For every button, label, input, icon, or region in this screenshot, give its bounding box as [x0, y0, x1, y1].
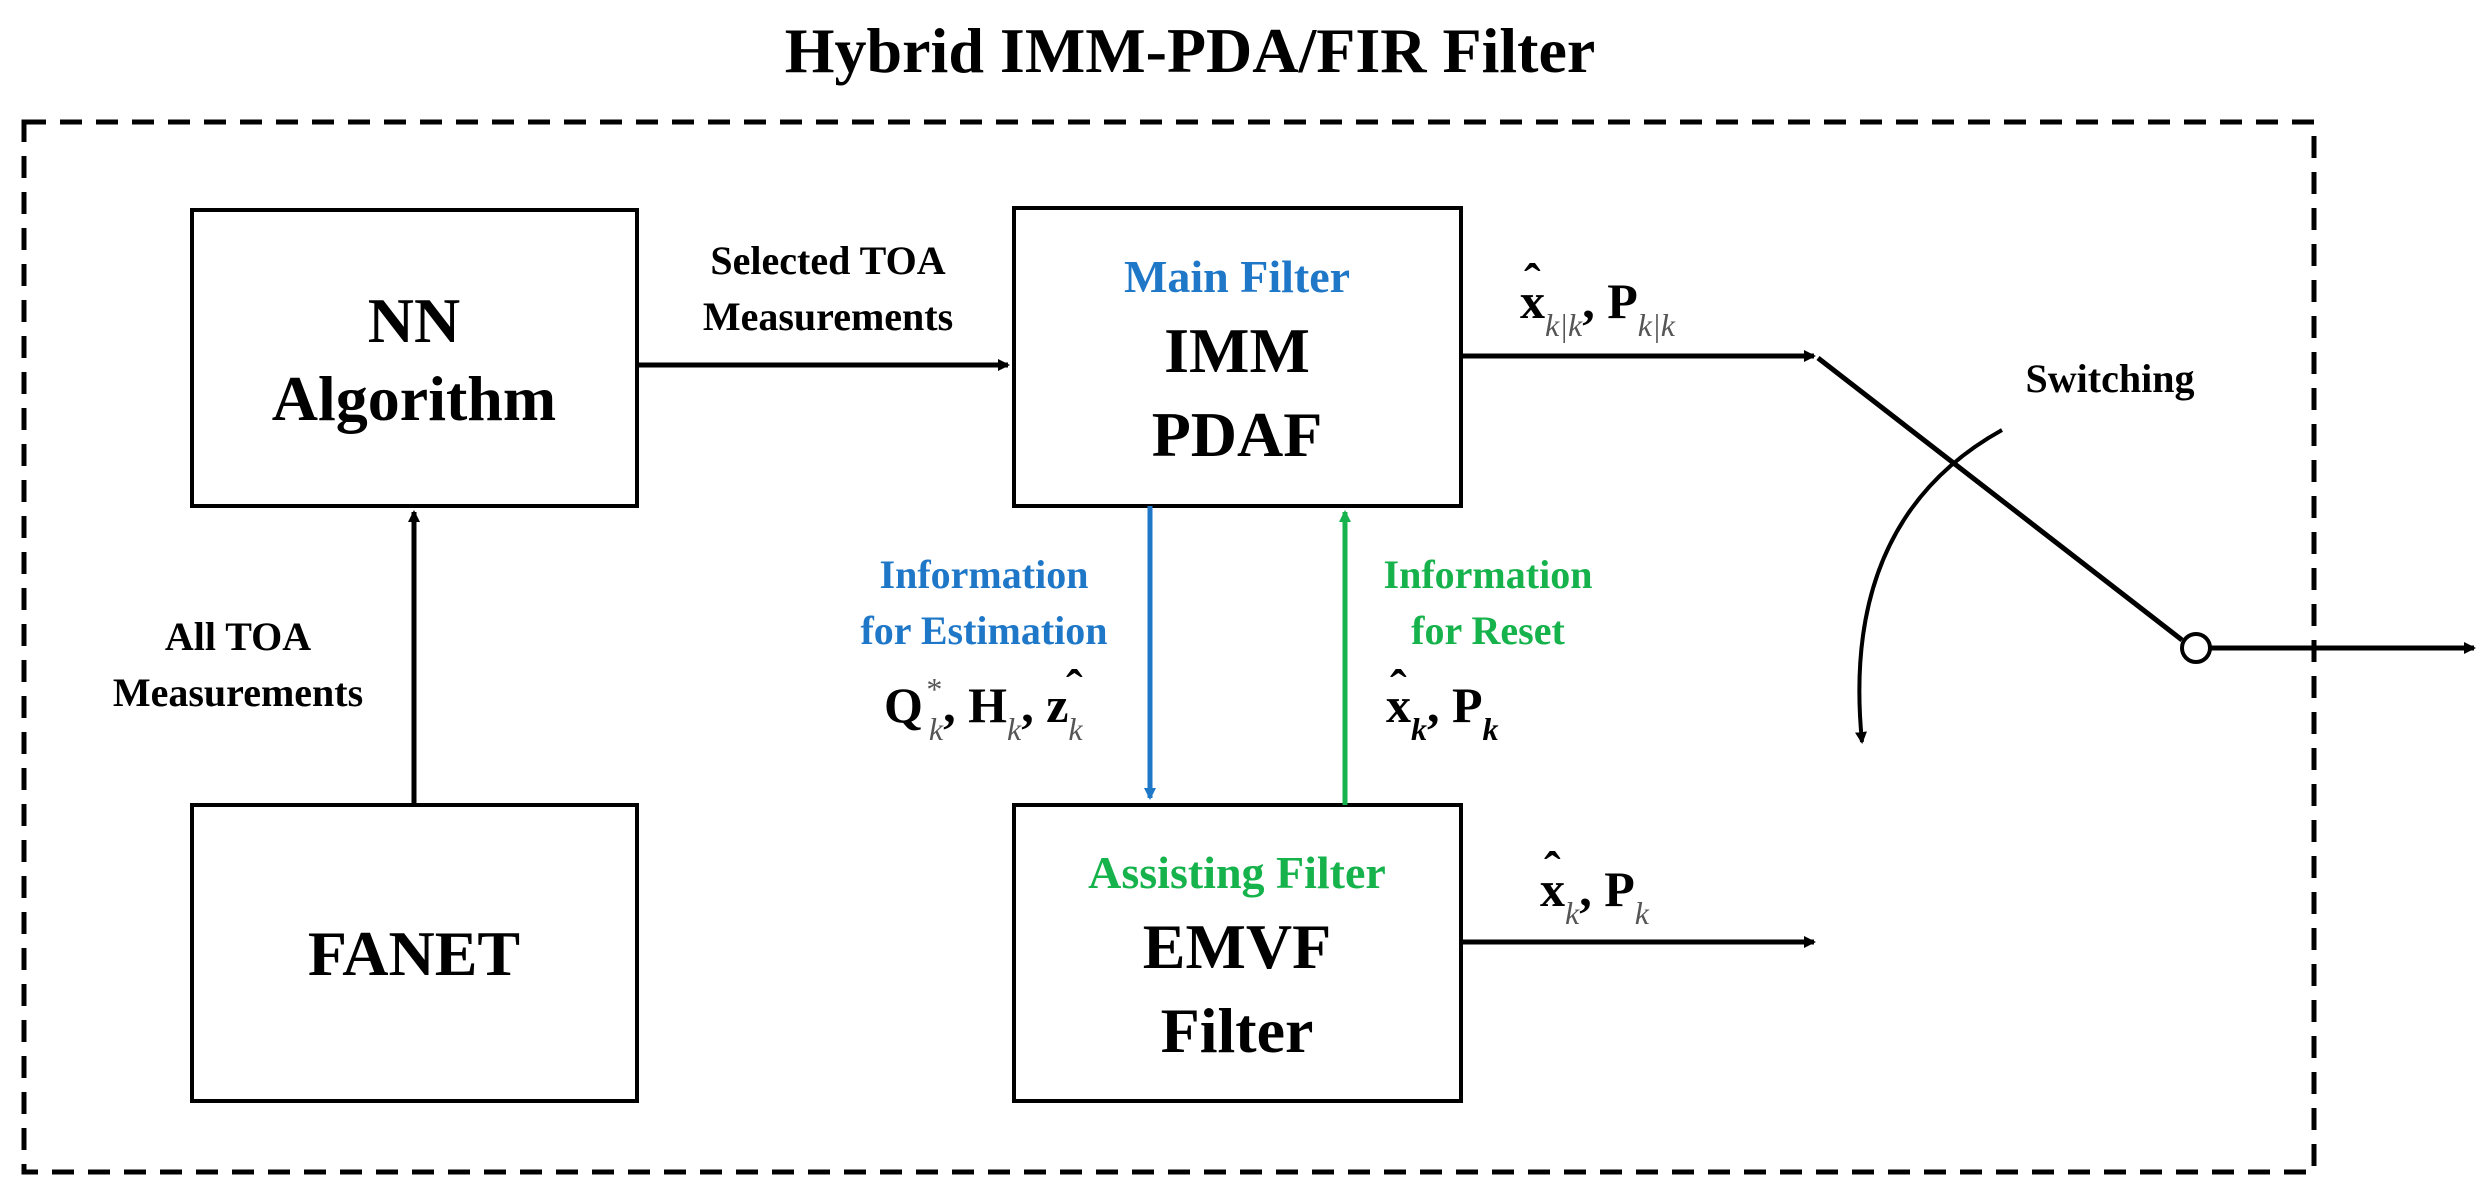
reset-x-subscript: k: [1411, 711, 1427, 747]
nn-label-line2: Algorithm: [272, 363, 556, 434]
emvf-x-accent: ˆ: [1544, 841, 1561, 897]
reset-math: xk, Pk: [1386, 677, 1499, 747]
nn-label-line1: NN: [368, 285, 460, 356]
switching-label: Switching: [2026, 356, 2195, 401]
info-estimation-line1: Information: [880, 552, 1089, 597]
info-estimation-line2: for Estimation: [860, 608, 1107, 653]
emvf-x-subscript: k: [1565, 895, 1580, 931]
reset-p-subscript: k: [1483, 711, 1499, 747]
imm-x-accent: ˆ: [1524, 253, 1541, 309]
info-reset-line2: for Reset: [1411, 608, 1565, 653]
main-filter-header: Main Filter: [1124, 251, 1350, 302]
filter-label: Filter: [1161, 995, 1314, 1066]
z-subscript: k: [1068, 711, 1083, 747]
emvf-filter-block: Assisting Filter EMVF Filter: [1012, 803, 1463, 1103]
reset-x-accent: ˆ: [1390, 659, 1407, 715]
emvf-p-symbol: P: [1604, 861, 1635, 917]
reset-p-symbol: P: [1452, 677, 1483, 733]
selected-toa-label-line2: Measurements: [703, 294, 953, 339]
imm-label: IMM: [1164, 315, 1310, 386]
emvf-p-subscript: k: [1635, 895, 1650, 931]
switch-pivot: [2180, 632, 2212, 664]
all-toa-label-line1: All TOA: [165, 614, 311, 659]
imm-pdaf-block: Main Filter IMM PDAF: [1012, 206, 1463, 508]
z-hat-accent: ˆ: [1066, 659, 1083, 715]
emvf-output-math: xk, Pk: [1540, 861, 1650, 931]
switching-arc-arrow: [1855, 428, 2003, 744]
emvf-x-symbol: x: [1540, 861, 1565, 917]
imm-p-subscript: k|k: [1638, 307, 1676, 343]
fanet-label: FANET: [308, 918, 520, 989]
assisting-filter-header: Assisting Filter: [1088, 847, 1386, 898]
q-symbol: Q: [884, 677, 923, 733]
q-superscript: *: [925, 671, 941, 707]
switch-lever: [1816, 356, 2184, 642]
h-symbol: H: [968, 677, 1007, 733]
info-reset-line1: Information: [1384, 552, 1593, 597]
reset-x-symbol: x: [1386, 677, 1411, 733]
imm-output-math: xk|k, Pk|k: [1520, 273, 1676, 343]
selected-toa-label-line1: Selected TOA: [710, 238, 945, 283]
imm-p-symbol: P: [1607, 273, 1638, 329]
estimation-math: Q*k, Hk, zk: [884, 671, 1083, 747]
all-toa-label-line2: Measurements: [113, 670, 363, 715]
h-subscript: k: [1007, 711, 1022, 747]
pdaf-label: PDAF: [1152, 399, 1323, 470]
fanet-block: FANET: [190, 803, 639, 1103]
diagram-title: Hybrid IMM-PDA/FIR Filter: [785, 15, 1596, 86]
q-subscript: k: [929, 711, 944, 747]
imm-x-subscript: k|k: [1545, 307, 1583, 343]
z-hat-symbol: z: [1046, 677, 1068, 733]
emvf-label: EMVF: [1143, 911, 1331, 982]
imm-x-symbol: x: [1520, 273, 1545, 329]
nn-algorithm-block: NN Algorithm: [190, 208, 639, 508]
